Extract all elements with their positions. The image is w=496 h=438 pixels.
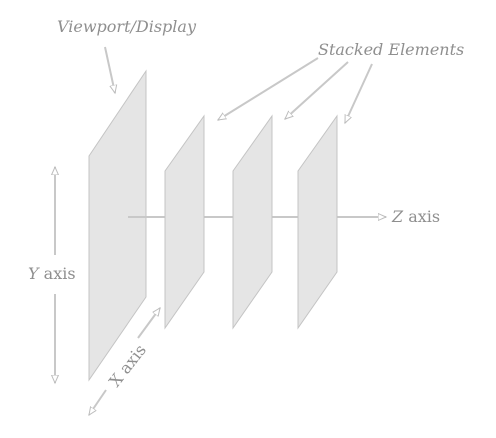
x-axis-arrow-back: [137, 308, 161, 339]
stacked-element-plane-2: [232, 114, 273, 330]
y-axis-word: axis: [39, 264, 76, 283]
stacked-element-plane-1: [164, 114, 205, 330]
stacked-callout-arrow-1: [218, 57, 319, 121]
viewport-callout-arrow: [104, 46, 115, 93]
y-axis-label: Y axis: [28, 264, 76, 283]
viewport-label: Viewport/Display: [57, 17, 197, 36]
z-axis-letter: Z: [391, 207, 404, 226]
z-axis-word: axis: [403, 207, 440, 226]
stacked-element-plane-3: [297, 114, 338, 330]
z-axis-label: Z axis: [391, 207, 440, 226]
x-axis-label: X axis: [105, 341, 150, 391]
stacked-elements-label: Stacked Elements: [318, 40, 464, 59]
x-axis-arrow-front: [88, 389, 107, 415]
y-axis-letter: Y: [28, 264, 40, 283]
viewport-plane: [88, 69, 147, 382]
stacked-callout-arrow-3: [344, 63, 373, 123]
stacked-callout-arrow-2: [285, 61, 349, 119]
